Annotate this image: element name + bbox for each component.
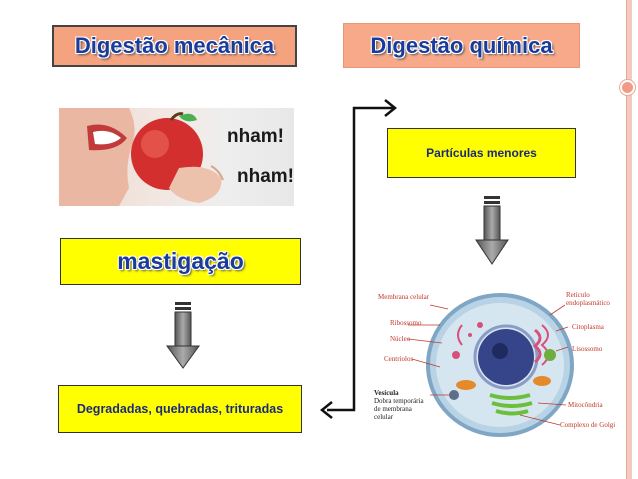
label-ribossomo: Ribossomo <box>390 319 422 327</box>
label-golgi: Complexo de Golgi <box>560 421 616 429</box>
label-mitocondria: Mitocôndria <box>568 401 603 409</box>
connector-arrow <box>319 99 398 419</box>
label-citoplasma: Citoplasma <box>572 323 604 331</box>
cell-diagram: Membrana celular Ribossomo Núcleo Centrí… <box>370 285 625 440</box>
cell-illustration <box>407 293 574 437</box>
title-digestao-quimica: Digestão química <box>343 23 580 68</box>
label-nucleo: Núcleo <box>390 335 411 343</box>
slide-frame-right <box>626 0 632 479</box>
nham-text-1: nham! <box>227 126 284 147</box>
label-centriolos: Centríolos <box>384 355 414 363</box>
label-dobra: Dobra temporária de membrana celular <box>374 397 424 421</box>
down-arrow-particulas <box>475 196 509 265</box>
label-vesicula: Vesícula <box>374 389 399 397</box>
apple-eating-photo: nham! nham! <box>59 108 294 206</box>
label-reticulo: Retículo endoplasmático <box>566 291 610 307</box>
nham-text-2: nham! <box>237 166 294 187</box>
down-arrow-mastigacao <box>166 302 200 369</box>
label-lisossomo: Lisossomo <box>572 345 603 353</box>
slide-frame-dot <box>620 80 635 95</box>
title-digestao-mecanica: Digestão mecânica <box>52 25 297 67</box>
box-particulas-menores: Partículas menores <box>387 128 576 178</box>
box-mastigacao: mastigação <box>60 238 301 285</box>
box-degradadas: Degradadas, quebradas, trituradas <box>58 385 302 433</box>
label-membrana: Membrana celular <box>378 293 430 301</box>
apple-eating-illustration <box>59 108 224 206</box>
